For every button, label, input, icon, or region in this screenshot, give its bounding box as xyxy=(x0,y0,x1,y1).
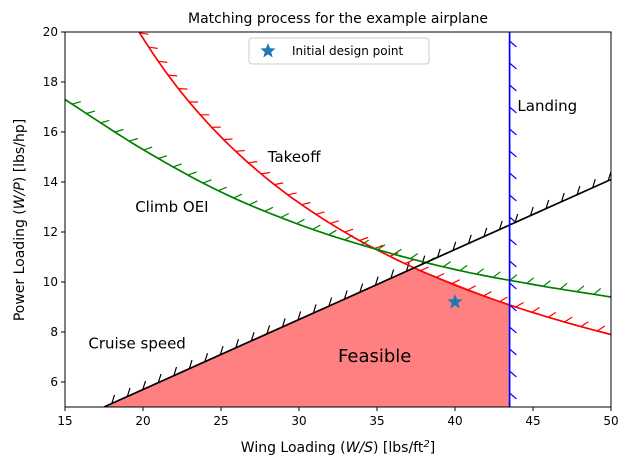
x-tick-label: 45 xyxy=(525,414,540,428)
y-tick-label: 18 xyxy=(43,75,58,89)
x-tick-label: 15 xyxy=(57,414,72,428)
feasible-region-layer xyxy=(104,267,510,407)
x-tick-label: 30 xyxy=(291,414,306,428)
cruise-speed-hatch xyxy=(111,172,611,404)
annotation-takeoff: Takeoff xyxy=(267,148,321,166)
design-point-layer xyxy=(447,294,463,309)
y-tick-label: 6 xyxy=(50,375,58,389)
climb-oei-line xyxy=(65,98,611,298)
axis-ticks-layer: 15 20 25 30 35 40 45 50 6 8 10 12 14 16 18 20 xyxy=(43,25,619,428)
x-axis-title: Wing Loading (W/S) [lbs/ft2] xyxy=(241,439,435,457)
legend-label: Initial design point xyxy=(292,44,404,58)
y-tick-label: 10 xyxy=(43,275,58,289)
x-tick-label: 25 xyxy=(213,414,228,428)
constraint-hatch-layer xyxy=(71,32,611,404)
annotation-landing: Landing xyxy=(517,97,577,115)
legend-box xyxy=(248,37,430,65)
y-tick-label: 8 xyxy=(50,325,58,339)
x-tick-label: 35 xyxy=(369,414,384,428)
chart-title: Matching process for the example airplan… xyxy=(188,11,488,27)
legend-star-icon xyxy=(260,43,276,58)
x-tick-label: 20 xyxy=(135,414,150,428)
cruise-speed-line xyxy=(103,178,611,407)
x-tick-label: 40 xyxy=(447,414,462,428)
annotation-climb-oei: Climb OEI xyxy=(135,198,208,216)
y-tick-label: 12 xyxy=(43,225,58,239)
legend: Initial design point xyxy=(248,37,430,65)
plot-frame xyxy=(64,31,612,408)
landing-hatch xyxy=(509,40,517,400)
annotation-cruise-speed: Cruise speed xyxy=(88,334,185,352)
y-tick-label: 16 xyxy=(43,125,58,139)
x-tick-label: 50 xyxy=(603,414,618,428)
annotation-feasible: Feasible xyxy=(338,346,411,367)
feasible-region xyxy=(104,267,510,407)
y-tick-label: 14 xyxy=(43,175,58,189)
constraint-lines-layer xyxy=(65,32,611,407)
takeoff-hatch xyxy=(139,32,606,332)
y-tick-label: 20 xyxy=(43,25,58,39)
design-point-star xyxy=(447,294,463,309)
y-axis-title: Power Loading (W/P) [lbs/hp] xyxy=(12,119,28,321)
